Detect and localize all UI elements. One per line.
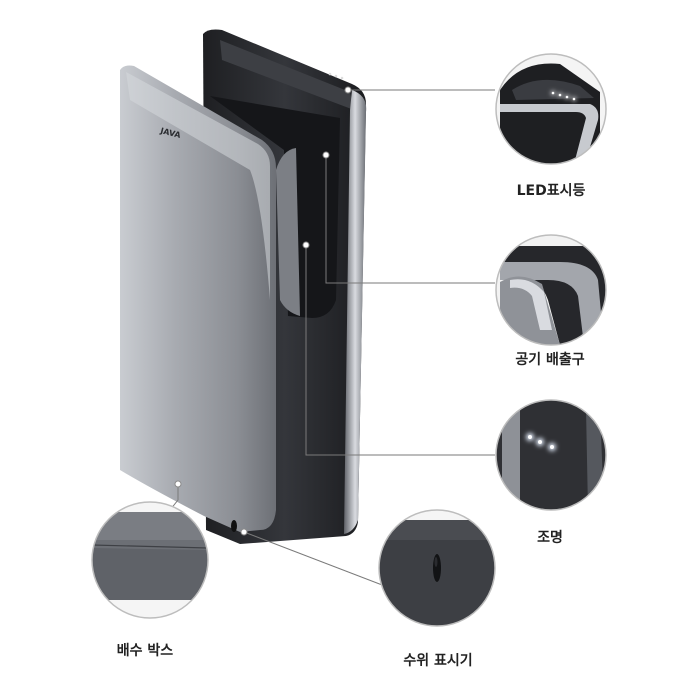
water-indicator-slot	[231, 520, 237, 532]
label-air-outlet: 공기 배출구	[515, 352, 585, 368]
callout-circle-water-indicator	[378, 509, 496, 627]
leader-lines	[169, 89, 495, 589]
callout-circle-air-outlet	[495, 234, 607, 346]
label-lighting: 조명	[537, 530, 563, 546]
top-led-dots	[328, 72, 344, 80]
callout-circle-lighting	[495, 399, 607, 511]
label-water-indicator: 수위 표시기	[403, 653, 473, 669]
callout-circle-led	[495, 53, 607, 165]
leader-dots	[174, 86, 352, 536]
callout-circle-drain-box	[91, 501, 209, 619]
label-led-indicator: LED표시등	[516, 183, 586, 199]
dryer-silver-panel: JAVA	[120, 65, 300, 532]
label-drain-box: 배수 박스	[116, 643, 174, 659]
